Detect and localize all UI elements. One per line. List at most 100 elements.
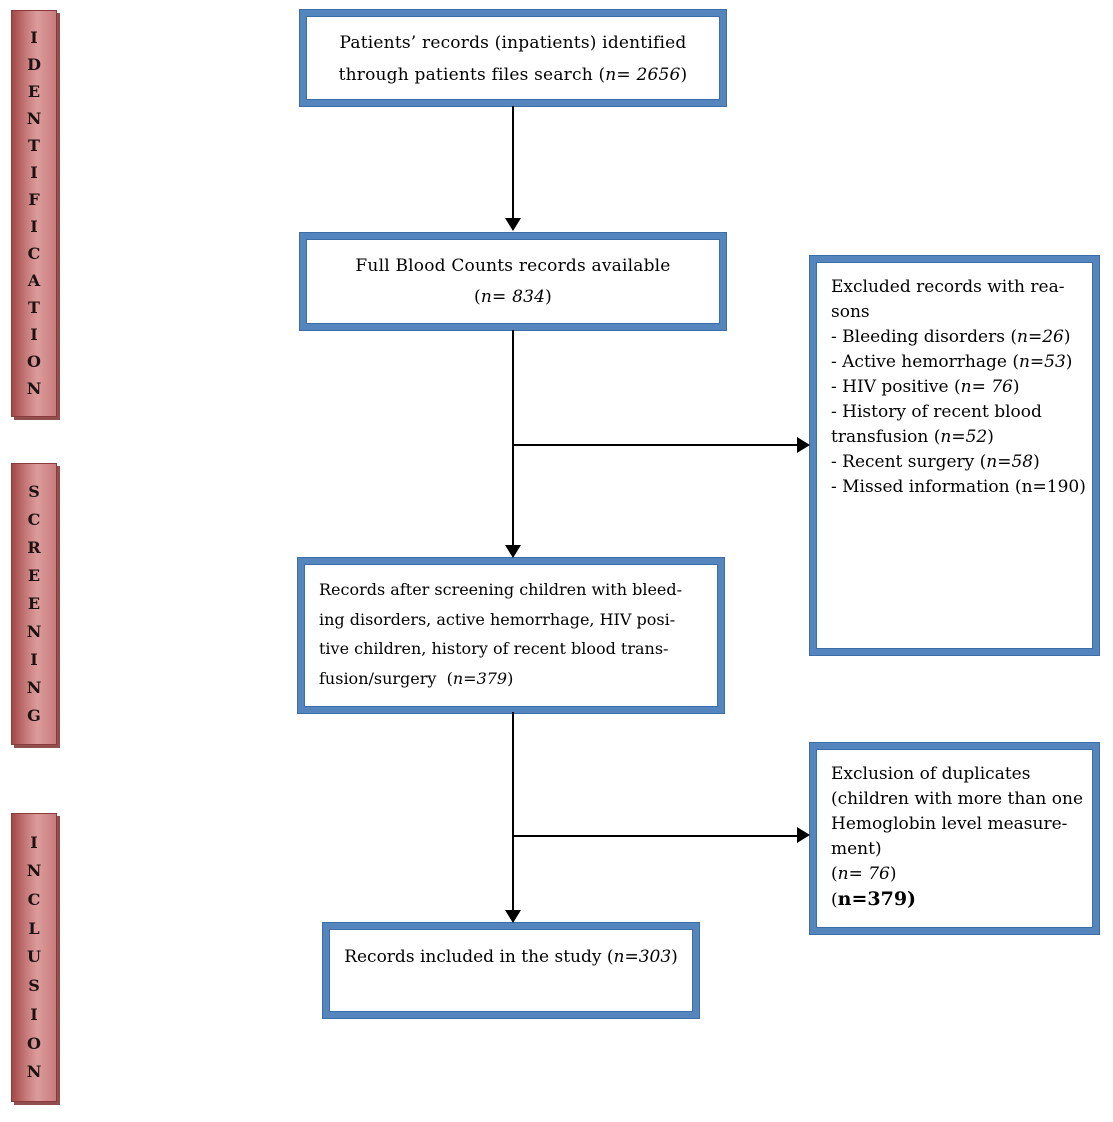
bar-letter: N bbox=[26, 379, 42, 398]
text-segment: ( bbox=[831, 864, 838, 884]
text-segment: ) bbox=[507, 668, 514, 688]
bar-letter: S bbox=[28, 482, 40, 501]
arrowhead-right-icon bbox=[797, 437, 810, 453]
text-segment: Exclusion of duplicates bbox=[831, 764, 1031, 784]
text-line: (n= 834) bbox=[306, 282, 720, 313]
text-segment: ing disorders, active hemorrhage, HIV po… bbox=[319, 609, 676, 629]
bar-letter: I bbox=[30, 325, 38, 344]
text-segment: Records included in the study ( bbox=[344, 947, 614, 967]
bar-letter: N bbox=[26, 109, 42, 128]
text-segment: ) bbox=[1033, 452, 1040, 472]
text-line: Exclusion of duplicates bbox=[831, 762, 1085, 787]
text-line: through patients files search (n= 2656) bbox=[306, 59, 720, 91]
text-segment: ) bbox=[987, 427, 994, 447]
text-segment: tive children, history of recent blood t… bbox=[319, 639, 669, 658]
text-segment: n=379 bbox=[452, 668, 508, 688]
text-line: Excluded records with rea- bbox=[831, 275, 1085, 300]
text-line: (children with more than one bbox=[831, 787, 1085, 812]
text-line: - Active hemorrhage (n=53) bbox=[831, 350, 1085, 375]
bar-letter: L bbox=[28, 918, 40, 938]
box-patients-records-identified: Patients’ records (inpatients) identifie… bbox=[300, 10, 726, 106]
arrowhead-down-icon bbox=[505, 910, 521, 923]
text-segment: - Recent surgery ( bbox=[831, 452, 987, 472]
bar-letter: N bbox=[26, 678, 42, 697]
text-segment: n=52 bbox=[940, 427, 988, 447]
text-segment: n=58 bbox=[986, 452, 1034, 472]
text-line: ment) bbox=[831, 837, 1085, 862]
bar-letter: T bbox=[28, 298, 40, 317]
text-line: (n= 76) bbox=[831, 862, 1085, 887]
arrowhead-down-icon bbox=[505, 218, 521, 231]
text-segment: n= 834 bbox=[480, 287, 546, 307]
text-line: - History of recent blood bbox=[831, 400, 1085, 425]
bar-letter: E bbox=[27, 566, 41, 585]
text-segment: - Missed information (n=190) bbox=[831, 477, 1086, 497]
box-full-blood-counts-available: Full Blood Counts records available (n= 8… bbox=[300, 233, 726, 330]
text-segment: n bbox=[837, 888, 852, 910]
box-records-included-in-study: Records included in the study (n=303) bbox=[323, 923, 699, 1018]
text-segment: Excluded records with rea- bbox=[831, 277, 1065, 297]
text-segment: ) bbox=[1063, 327, 1071, 347]
bar-letter: T bbox=[28, 136, 40, 155]
box-excluded-records-with-reasons: Excluded records with rea-sons- Bleeding… bbox=[810, 256, 1099, 655]
text-segment: Full Blood Counts records available bbox=[355, 256, 671, 276]
text-line: Hemoglobin level measure- bbox=[831, 812, 1085, 837]
text-segment: n=53 bbox=[1018, 352, 1066, 372]
text-segment: (children with more than one bbox=[831, 789, 1084, 809]
text-segment: ( bbox=[474, 287, 481, 307]
text-segment: ) bbox=[889, 864, 897, 884]
text-line: - Missed information (n=190) bbox=[831, 475, 1086, 500]
box-exclusion-of-duplicates: Exclusion of duplicates (children with mo… bbox=[810, 743, 1099, 934]
bar-letter: C bbox=[27, 510, 41, 529]
text-line: fusion/surgery (n=379) bbox=[319, 664, 708, 694]
text-segment: transfusion ( bbox=[831, 427, 941, 447]
bar-letter: F bbox=[28, 190, 40, 209]
text-line: tive children, history of recent blood t… bbox=[319, 634, 708, 664]
bar-letter: I bbox=[30, 650, 38, 669]
text-segment: fusion/surgery ( bbox=[319, 668, 453, 688]
text-line: - Recent surgery (n=58) bbox=[831, 450, 1085, 475]
text-segment: ) bbox=[1012, 377, 1020, 397]
text-segment: n= 76 bbox=[837, 864, 890, 884]
bar-letter: O bbox=[27, 1033, 41, 1053]
text-segment: n=303 bbox=[613, 947, 672, 967]
bar-letter: I bbox=[30, 28, 38, 47]
bar-letter: G bbox=[27, 706, 41, 725]
text-line: (n=379) bbox=[831, 887, 1085, 913]
text-segment: sons bbox=[831, 302, 870, 322]
text-segment: ) bbox=[680, 65, 688, 85]
text-segment: ment) bbox=[831, 839, 882, 859]
bar-letter: E bbox=[27, 82, 41, 101]
bar-letter: I bbox=[30, 1004, 38, 1024]
bar-letter: D bbox=[27, 55, 41, 74]
bar-letter: S bbox=[28, 976, 40, 996]
bar-letter: E bbox=[27, 594, 41, 613]
text-line: Records included in the study (n=303) bbox=[329, 942, 693, 972]
text-segment: - HIV positive ( bbox=[831, 377, 961, 397]
text-segment: ( bbox=[831, 890, 838, 910]
box-records-after-screening: Records after screening children with bl… bbox=[298, 558, 724, 713]
text-line: Patients’ records (inpatients) identifie… bbox=[306, 27, 720, 59]
bar-letter: R bbox=[27, 538, 41, 557]
bar-letter: I bbox=[30, 832, 38, 852]
text-segment: n= 2656 bbox=[605, 65, 681, 85]
text-segment: n= 76 bbox=[960, 377, 1013, 397]
bar-letter: A bbox=[27, 271, 41, 290]
bar-letter: O bbox=[27, 352, 41, 371]
bar-letter: I bbox=[30, 163, 38, 182]
text-line: Full Blood Counts records available bbox=[306, 251, 720, 282]
text-line: sons bbox=[831, 300, 1085, 325]
text-segment: through patients files search ( bbox=[338, 65, 606, 85]
text-segment: - Active hemorrhage ( bbox=[831, 352, 1019, 372]
text-line: transfusion (n=52) bbox=[831, 425, 1085, 450]
text-segment: ) bbox=[671, 947, 678, 967]
text-segment: ) bbox=[545, 287, 552, 307]
text-segment: ) bbox=[1065, 352, 1073, 372]
text-line: ing disorders, active hemorrhage, HIV po… bbox=[319, 605, 708, 635]
bar-letter: I bbox=[30, 217, 38, 236]
arrow-line-fbc-to-screened bbox=[512, 330, 514, 545]
text-segment: n=26 bbox=[1017, 327, 1064, 347]
